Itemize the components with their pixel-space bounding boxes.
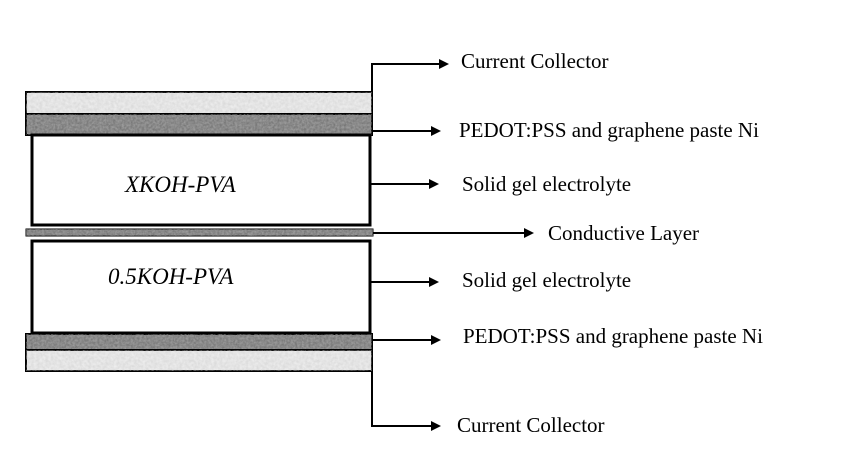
top-paste-layer (25, 113, 373, 136)
top-current-collector-layer (25, 91, 373, 115)
bottom-current-collector-layer (25, 349, 373, 372)
top-electrolyte-callout: Solid gel electrolyte (370, 172, 631, 196)
top-electrolyte-name: XKOH-PVA (124, 172, 237, 197)
top-electrolyte-layer: XKOH-PVA (30, 133, 372, 227)
bottom-electrolyte-label: Solid gel electrolyte (462, 268, 631, 292)
bottom-current-collector-label: Current Collector (457, 413, 605, 437)
bottom-paste-label: PEDOT:PSS and graphene paste Ni (463, 324, 763, 348)
bottom-paste-layer (25, 333, 373, 351)
bottom-electrolyte-layer: 0.5KOH-PVA (30, 239, 372, 335)
top-paste-label: PEDOT:PSS and graphene paste Ni (459, 118, 759, 142)
top-paste-callout: PEDOT:PSS and graphene paste Ni (372, 118, 759, 142)
top-electrolyte-label: Solid gel electrolyte (462, 172, 631, 196)
conductive-layer-strip (25, 228, 374, 237)
conductive-layer-label: Conductive Layer (548, 221, 699, 245)
top-current-collector-callout: Current Collector (371, 49, 609, 92)
bottom-electrolyte-name: 0.5KOH-PVA (108, 264, 234, 289)
bottom-paste-callout: PEDOT:PSS and graphene paste Ni (372, 324, 763, 348)
conductive-layer-callout: Conductive Layer (373, 221, 699, 245)
bottom-electrolyte-callout: Solid gel electrolyte (370, 268, 631, 292)
top-current-collector-label: Current Collector (461, 49, 609, 73)
bottom-current-collector-callout: Current Collector (371, 371, 605, 437)
